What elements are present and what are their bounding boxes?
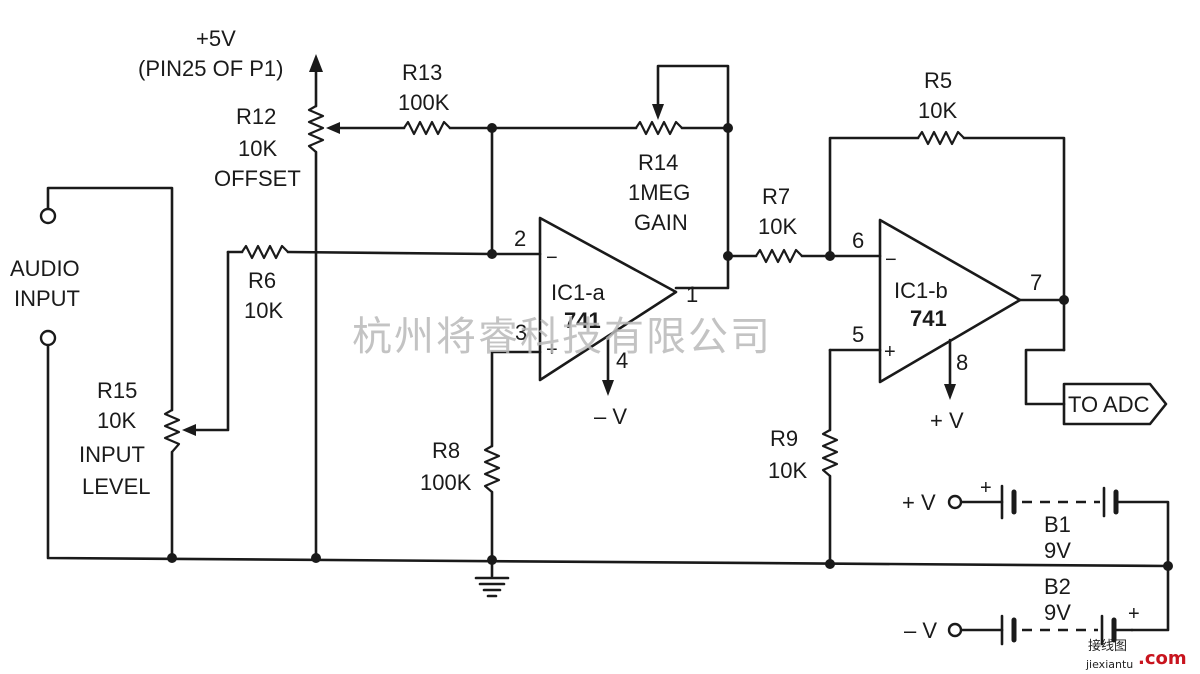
r9-value: 10K: [768, 458, 807, 483]
r6-name: R6: [248, 268, 276, 293]
ic1b-pin6: 6: [852, 228, 864, 253]
b2-name: B2: [1044, 574, 1071, 599]
ground-symbol: [474, 576, 510, 598]
ic1b-name: IC1-b: [894, 278, 948, 303]
r7-value: 10K: [758, 214, 797, 239]
ground-bus: [46, 336, 1170, 568]
r12-value: 10K: [238, 136, 277, 161]
logo-pinyin: jiexiantu: [1085, 658, 1133, 671]
audio-input-label-2: INPUT: [14, 286, 80, 311]
audio-input-loop: [46, 186, 174, 560]
r14-desc: GAIN: [634, 210, 688, 235]
b2-neg-terminal[interactable]: [947, 622, 963, 638]
r15-name: R15: [97, 378, 137, 403]
r8-value: 100K: [420, 470, 472, 495]
ic1a-part: 741: [564, 308, 601, 333]
b1-value: 9V: [1044, 538, 1071, 563]
junction-dots: [167, 123, 1173, 571]
r5-value: 10K: [918, 98, 957, 123]
b1-name: B1: [1044, 512, 1071, 537]
ic1a-inv-sign: −: [546, 247, 558, 269]
b1-pos-v-label: + V: [902, 490, 936, 515]
logo-cn: 接线图: [1088, 638, 1127, 654]
r15-potentiometer: [163, 250, 230, 453]
r6-resistor: [226, 244, 494, 260]
b2-neg-v-label: – V: [904, 618, 937, 643]
ic1b-inv-sign: −: [885, 249, 897, 271]
battery-b2: [959, 614, 1134, 646]
b1-pos-terminal[interactable]: [947, 494, 963, 510]
r13-name: R13: [402, 60, 442, 85]
plus5v-rail: [307, 54, 406, 560]
logo-dotcom: .com: [1138, 648, 1187, 669]
b1-plus-mark: +: [980, 477, 992, 499]
supply-plus5v-label: +5V: [196, 26, 236, 51]
r15-desc-2: LEVEL: [82, 474, 151, 499]
r15-wiper-arrow: [182, 424, 196, 436]
ic1a-pin4-arrow: [602, 380, 614, 396]
r12-wiper-arrow: [326, 122, 340, 134]
r5-name: R5: [924, 68, 952, 93]
r14-potentiometer: [635, 64, 730, 290]
to-adc-label: TO ADC: [1068, 392, 1150, 417]
r13-value: 100K: [398, 90, 450, 115]
r14-wiper-arrow: [652, 104, 664, 120]
r9-name: R9: [770, 426, 798, 451]
ic1b-pin8-arrow: [944, 384, 956, 400]
r12-desc: OFFSET: [214, 166, 301, 191]
ic1b-part: 741: [910, 306, 947, 331]
r15-desc-1: INPUT: [79, 442, 145, 467]
ic1b-pin7: 7: [1030, 270, 1042, 295]
r14-name: R14: [638, 150, 678, 175]
ic1b-pin8: 8: [956, 350, 968, 375]
site-logo: 接线图 jiexiantu .com: [1085, 638, 1187, 671]
r14-value: 1MEG: [628, 180, 690, 205]
b2-value: 9V: [1044, 600, 1071, 625]
ic1a-pin1: 1: [686, 282, 698, 307]
ic1a-name: IC1-a: [551, 280, 606, 305]
ic1b-pin5: 5: [852, 322, 864, 347]
audio-input-terminal-top[interactable]: [39, 207, 57, 225]
company-watermark: 杭州将睿科技有限公司: [352, 314, 772, 360]
ic1a-opamp: [490, 216, 678, 448]
to-adc-connector: [1024, 348, 1168, 426]
ic1a-pin2: 2: [514, 226, 526, 251]
r7-name: R7: [762, 184, 790, 209]
supply-pin-label: (PIN25 OF P1): [138, 56, 283, 81]
ic1b-pos-supply: + V: [930, 408, 964, 433]
plus5v-arrow: [309, 54, 323, 72]
audio-input-terminal-bottom[interactable]: [39, 329, 57, 347]
audio-input-label-1: AUDIO: [10, 256, 80, 281]
ic1a-neg-supply: – V: [594, 404, 627, 429]
ic1b-noninv-sign: +: [884, 341, 896, 363]
ic1a-pin4: 4: [616, 348, 628, 373]
r9-resistor: [821, 429, 839, 566]
b2-plus-mark: +: [1128, 603, 1140, 625]
r12-name: R12: [236, 104, 276, 129]
ic1a-pin3: 3: [515, 320, 527, 345]
r15-value: 10K: [97, 408, 136, 433]
ic1b-opamp: [828, 218, 1066, 432]
ic1a-noninv-sign: +: [546, 339, 558, 361]
r5-resistor: [828, 130, 1066, 352]
r8-name: R8: [432, 438, 460, 463]
r6-value: 10K: [244, 298, 283, 323]
